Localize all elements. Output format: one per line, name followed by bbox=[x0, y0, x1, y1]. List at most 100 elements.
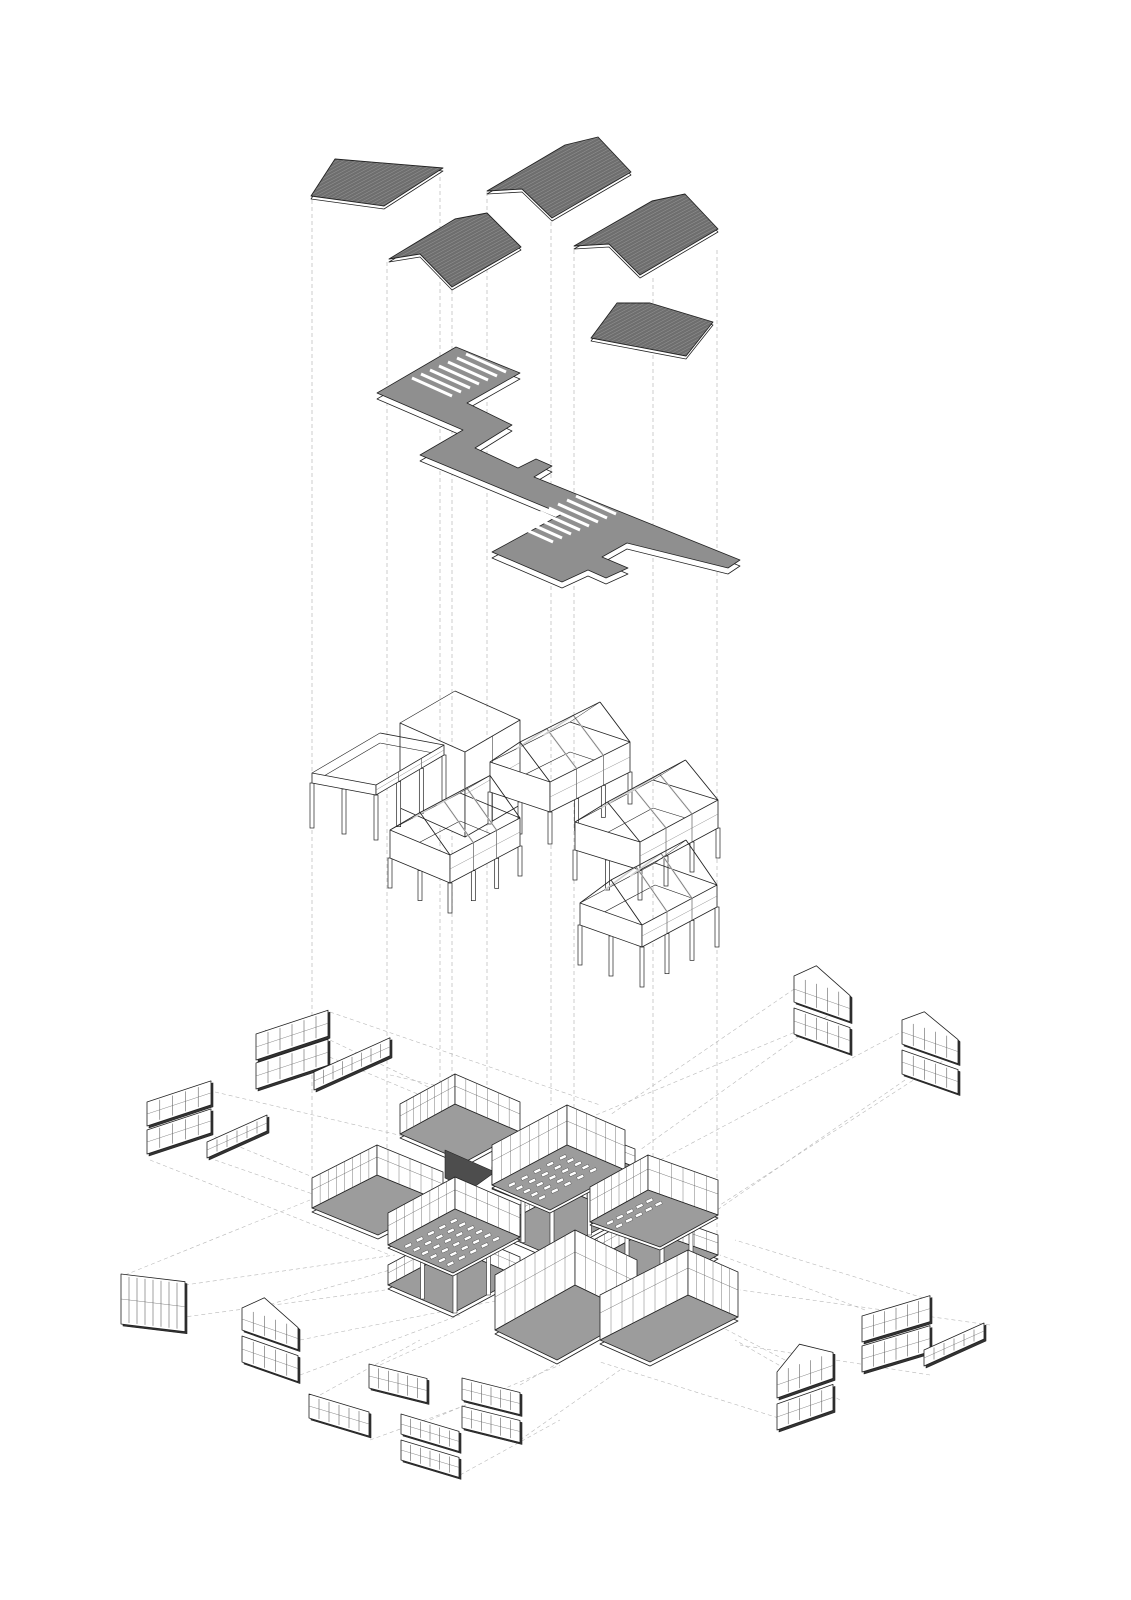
desk bbox=[426, 1230, 436, 1237]
panel-transom bbox=[206, 1122, 268, 1151]
facade-panel bbox=[923, 1322, 987, 1369]
desk bbox=[555, 1177, 565, 1184]
diagonal-projection-line bbox=[709, 1079, 906, 1216]
panel-transom bbox=[241, 1348, 299, 1369]
facade-panel bbox=[146, 1080, 214, 1129]
column bbox=[494, 857, 500, 889]
gable-edge bbox=[569, 701, 601, 723]
facade-panel bbox=[461, 1377, 523, 1417]
structural-frame-layer bbox=[309, 690, 721, 988]
facade-panel bbox=[146, 1108, 214, 1157]
rafter bbox=[660, 853, 693, 899]
rafter bbox=[659, 773, 693, 815]
rail bbox=[639, 813, 719, 857]
diagonal-projection-line bbox=[184, 1254, 396, 1286]
diagonal-projection-line bbox=[459, 1419, 561, 1476]
column bbox=[396, 781, 402, 828]
beam bbox=[579, 862, 656, 904]
frame-gable bbox=[487, 701, 633, 845]
desk bbox=[624, 1217, 634, 1224]
column-wall bbox=[486, 1254, 491, 1296]
desk bbox=[457, 1254, 466, 1261]
ground-module-back bbox=[399, 1073, 521, 1167]
diagonal-projection-line bbox=[734, 1339, 841, 1401]
desk bbox=[635, 1203, 644, 1210]
desk bbox=[540, 1171, 550, 1178]
desk bbox=[615, 1222, 624, 1229]
panel-transom bbox=[255, 1023, 329, 1048]
beam bbox=[379, 732, 445, 746]
gable-edge bbox=[419, 812, 451, 856]
rafter bbox=[633, 787, 667, 829]
transom bbox=[599, 1267, 689, 1314]
beam bbox=[652, 779, 719, 801]
slab-opening bbox=[420, 372, 462, 394]
slab-opening bbox=[575, 494, 617, 516]
slab-opening bbox=[465, 352, 507, 374]
gable-roof bbox=[388, 212, 522, 288]
rafter bbox=[516, 728, 548, 750]
rail bbox=[641, 895, 718, 937]
diagonal-projection-line bbox=[719, 1254, 866, 1311]
slab-opening bbox=[438, 364, 480, 386]
rafter bbox=[542, 714, 574, 736]
facade-panel bbox=[241, 1335, 301, 1384]
diagonal-projection-line bbox=[369, 1399, 481, 1441]
rail bbox=[549, 756, 631, 798]
facade-panel bbox=[776, 1343, 836, 1401]
facade-panel-layer bbox=[120, 965, 987, 1480]
desk bbox=[475, 1228, 484, 1236]
beam bbox=[459, 792, 521, 819]
rafter bbox=[466, 787, 497, 831]
panel-transom bbox=[461, 1416, 521, 1432]
diagonal-projection-line bbox=[739, 1289, 991, 1326]
desk bbox=[466, 1225, 475, 1232]
gable-roof bbox=[486, 136, 632, 219]
panel-transom bbox=[861, 1308, 931, 1330]
facade-panel bbox=[861, 1295, 933, 1345]
desk bbox=[522, 1187, 532, 1195]
slab-opening bbox=[557, 502, 599, 524]
gable-edge bbox=[599, 701, 631, 743]
column bbox=[627, 771, 633, 805]
facade-panel bbox=[861, 1325, 933, 1375]
facade-panel bbox=[241, 1297, 301, 1352]
beam bbox=[311, 732, 381, 774]
desk bbox=[528, 1177, 537, 1185]
panel-transom bbox=[901, 1061, 959, 1082]
roof-layer bbox=[310, 136, 719, 360]
transom bbox=[454, 1085, 521, 1115]
panel-transom bbox=[400, 1449, 460, 1468]
desk bbox=[654, 1200, 663, 1208]
column bbox=[309, 782, 315, 829]
column bbox=[341, 788, 347, 835]
desk bbox=[566, 1157, 575, 1164]
transom bbox=[387, 1189, 456, 1226]
ridge-beam bbox=[519, 701, 601, 743]
column bbox=[418, 767, 424, 814]
desk bbox=[452, 1241, 461, 1248]
desk bbox=[421, 1249, 430, 1256]
desk bbox=[423, 1239, 433, 1247]
desk bbox=[553, 1164, 562, 1171]
panel-transom bbox=[120, 1298, 186, 1307]
ground-module-lower-gable bbox=[599, 1249, 739, 1367]
panel-transom bbox=[368, 1375, 428, 1391]
column bbox=[715, 827, 721, 859]
slab-opening bbox=[530, 514, 572, 536]
gable-edge bbox=[574, 801, 608, 823]
desk bbox=[588, 1167, 598, 1174]
desk bbox=[645, 1197, 654, 1204]
facade-panel bbox=[793, 965, 853, 1024]
panel-transom bbox=[461, 1388, 521, 1404]
column-wall bbox=[452, 1272, 458, 1314]
facade-panel bbox=[255, 1038, 331, 1092]
ridge-beam bbox=[610, 839, 687, 881]
desk bbox=[404, 1242, 413, 1249]
frame-gable bbox=[387, 775, 523, 914]
gable-edge bbox=[652, 759, 686, 781]
ridge-beam bbox=[419, 775, 491, 813]
slab-opening bbox=[566, 498, 608, 520]
desk bbox=[548, 1174, 557, 1181]
gable-edge bbox=[489, 775, 521, 819]
